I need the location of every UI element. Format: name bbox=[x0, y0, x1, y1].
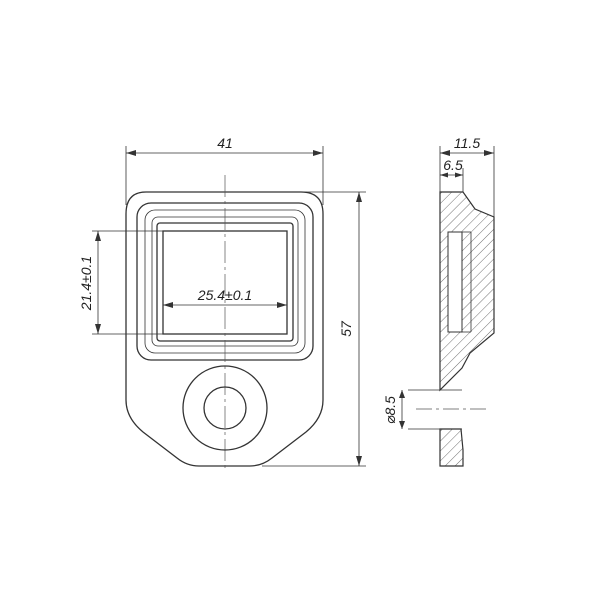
mounting-boss bbox=[182, 365, 268, 451]
dim-window-width: 25.4±0.1 bbox=[197, 287, 252, 303]
side-section-bottom bbox=[439, 428, 464, 467]
dim-side-flange-thickness: 6.5 bbox=[443, 157, 463, 173]
dim-overall-width: 41 bbox=[217, 135, 233, 151]
dimensions: 41 57 25.4±0.1 21.4±0.1 11.5 6.5 bbox=[78, 135, 495, 467]
side-view bbox=[408, 191, 495, 467]
dim-window-height: 21.4±0.1 bbox=[78, 256, 94, 311]
front-view bbox=[125, 175, 324, 472]
side-window-cut bbox=[447, 231, 463, 333]
front-outer-outline bbox=[125, 191, 324, 467]
dim-side-total-thickness: 11.5 bbox=[454, 135, 480, 151]
mounting-hole bbox=[203, 386, 247, 430]
dim-overall-height: 57 bbox=[338, 320, 354, 337]
dim-hole-diameter: ⌀8.5 bbox=[382, 396, 398, 424]
